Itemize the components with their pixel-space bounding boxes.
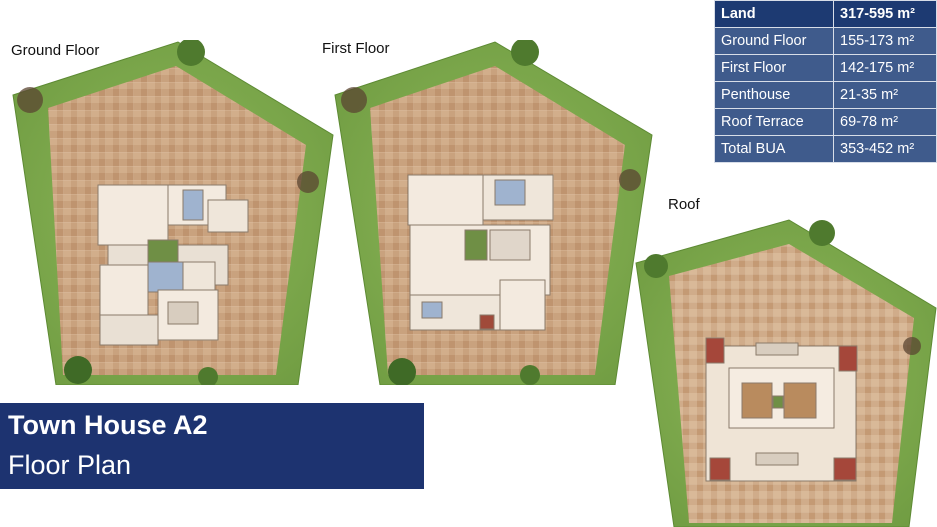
ground-tree-4 [64,356,92,384]
roof-tree-3 [903,337,921,355]
area-table-row: First Floor 142-175 m² [714,54,937,82]
first-tree-4 [388,358,416,385]
ground-tree-5 [198,367,218,385]
page-title: Town House A2 [8,410,208,440]
first-tree-5 [520,365,540,385]
first-floor-plan [330,40,660,385]
ground-floor-label: Ground Floor [11,42,100,59]
area-label: Roof Terrace [714,108,834,136]
area-label: Ground Floor [714,27,834,55]
area-value: 155-173 m² [833,27,937,55]
roof-label: Roof [668,196,700,213]
ground-tree-3 [297,171,319,193]
roof-tree-2 [809,220,835,246]
roof-structure [705,337,858,482]
area-table-header-row: Land 317-595 m² [714,0,937,28]
area-label: First Floor [714,54,834,82]
roof-plan [634,218,937,527]
area-table-row: Penthouse 21-35 m² [714,81,937,109]
area-table-row: Total BUA 353-452 m² [714,135,937,163]
title-box: Town House A2 Floor Plan [0,403,424,489]
area-table-row: Roof Terrace 69-78 m² [714,108,937,136]
area-value-land: 317-595 m² [833,0,937,28]
area-label-land: Land [714,0,834,28]
ground-house [97,184,249,346]
area-value: 69-78 m² [833,108,937,136]
ground-floor-plan [8,40,338,385]
area-label: Penthouse [714,81,834,109]
first-tree-1 [341,87,367,113]
area-label: Total BUA [714,135,834,163]
area-value: 142-175 m² [833,54,937,82]
ground-tree-1 [17,87,43,113]
roof-tree-1 [644,254,668,278]
area-value: 353-452 m² [833,135,937,163]
first-tree-2 [511,40,539,66]
area-table: Land 317-595 m² Ground Floor 155-173 m² … [714,0,937,163]
page-subtitle: Floor Plan [8,450,132,480]
area-table-row: Ground Floor 155-173 m² [714,27,937,55]
ground-tree-2 [177,40,205,66]
first-house [407,174,554,331]
first-floor-label: First Floor [322,40,390,57]
area-value: 21-35 m² [833,81,937,109]
first-tree-3 [619,169,641,191]
